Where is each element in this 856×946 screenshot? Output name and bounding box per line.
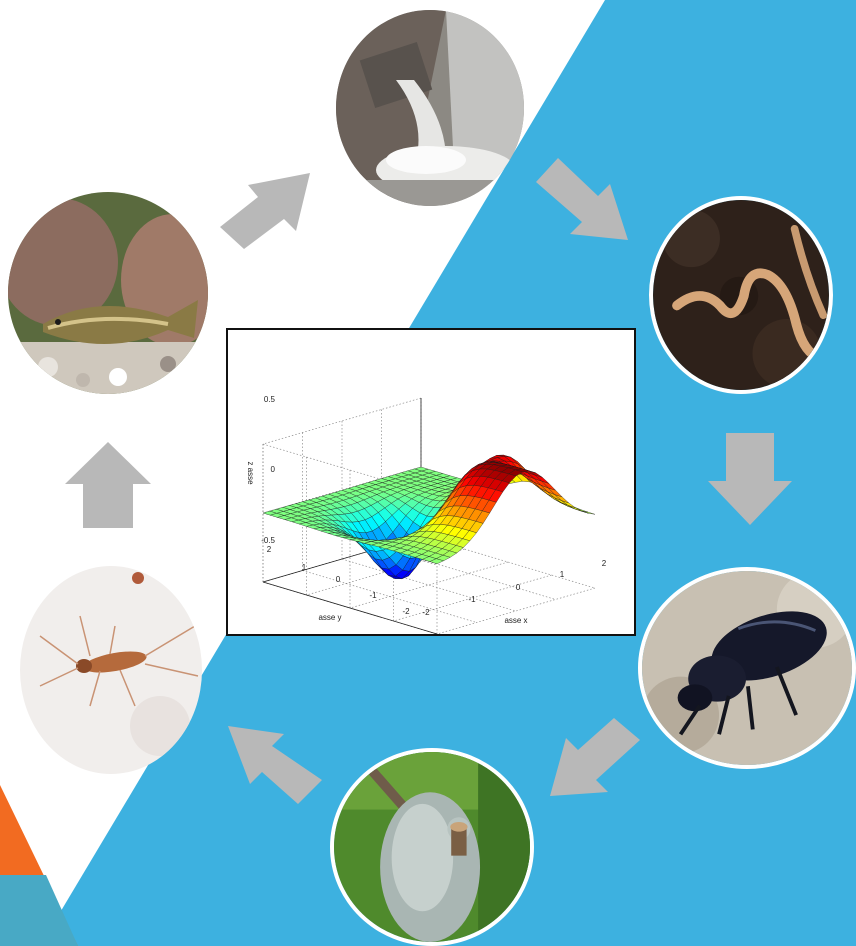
z-tick-mid: 0 (271, 465, 276, 474)
x-tick-4: 1 (560, 570, 565, 579)
y-tick-1: 2 (267, 545, 272, 554)
node-worm (649, 196, 833, 394)
beetle-photo-icon (642, 571, 852, 765)
x-tick-3: 0 (516, 583, 521, 592)
z-axis-label: z asse (246, 461, 255, 485)
node-beetle (638, 567, 856, 769)
outfall-photo-icon (336, 10, 524, 206)
y-tick-5: -2 (402, 607, 410, 616)
arrow-outfall-to-worm (536, 158, 628, 240)
lichen-photo-icon (334, 752, 530, 942)
arrow-lichen-to-stonefly (228, 726, 322, 804)
y-tick-4: -1 (369, 591, 377, 600)
node-stonefly-larva (20, 566, 202, 774)
y-axis-label: asse y (318, 613, 341, 622)
gridline (262, 397, 422, 445)
y-tick-3: 0 (336, 575, 341, 584)
arrow-trout-to-outfall (220, 173, 310, 249)
trout-photo-icon (8, 192, 208, 394)
surface-plot: z asse asse y asse x 0.5 0 -0.5 2 1 0 -1… (246, 395, 607, 634)
gridline (393, 574, 552, 622)
teal-corner-accent (0, 875, 78, 946)
gridline (306, 548, 465, 596)
gridline (436, 587, 596, 634)
z-tick-top: 0.5 (264, 395, 276, 404)
node-trout (8, 192, 208, 394)
x-tick-5: 2 (602, 559, 607, 568)
worm-photo-icon (653, 200, 829, 390)
surface-patch (567, 505, 582, 512)
gridline (381, 547, 556, 600)
x-axis-label: asse x (504, 616, 527, 625)
z-tick-bottom: -0.5 (261, 536, 275, 545)
arrow-worm-to-beetle (708, 433, 792, 525)
plot-surface-group (262, 454, 596, 580)
surface-patch (429, 558, 445, 564)
gridline (420, 535, 596, 589)
arrow-beetle-to-lichen (550, 718, 640, 796)
gridline (341, 558, 517, 612)
node-wastewater-outfall (336, 10, 524, 206)
surface-plot-panel: z asse asse y asse x 0.5 0 -0.5 2 1 0 -1… (226, 328, 636, 636)
x-axis-line (262, 581, 438, 634)
x-tick-2: -1 (468, 595, 476, 604)
x-tick-1: -2 (422, 608, 430, 617)
arrow-stonefly-to-trout (65, 442, 151, 528)
gridline (302, 570, 477, 623)
gridline (349, 561, 509, 609)
y-tick-2: 1 (302, 563, 307, 572)
node-lichen (330, 748, 534, 946)
stonefly-photo-icon (20, 566, 202, 774)
